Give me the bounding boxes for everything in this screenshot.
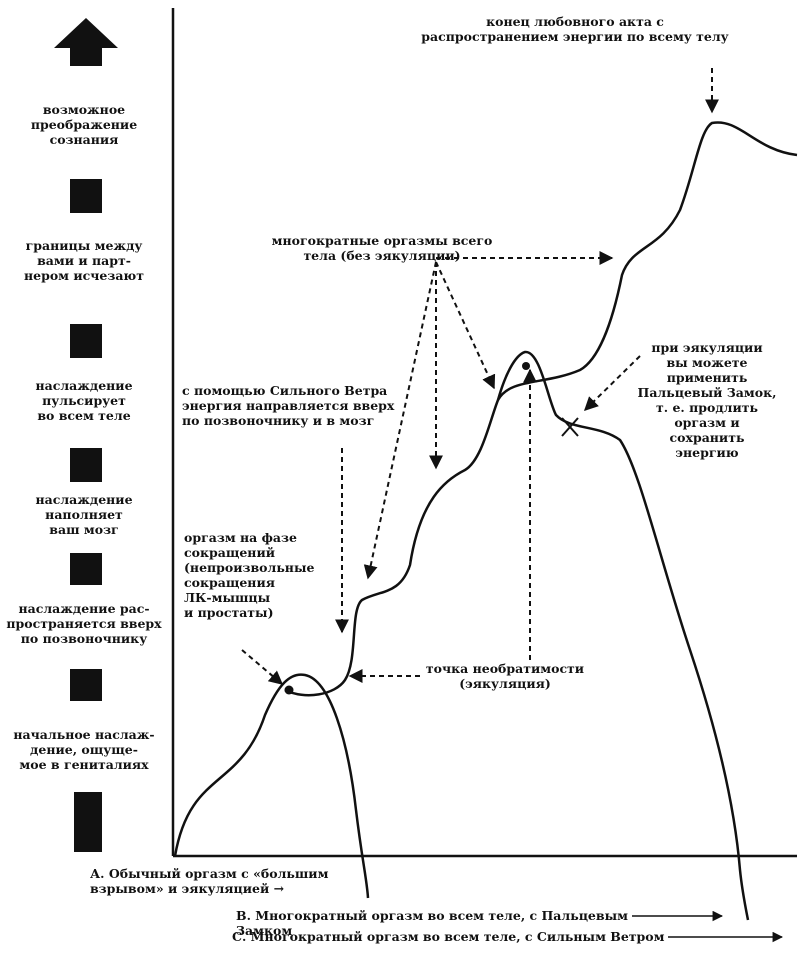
level-marker-square bbox=[70, 179, 102, 213]
legend-a: А. Обычный оргазм с «большим взрывом» и … bbox=[90, 866, 329, 896]
level-marker-square bbox=[70, 553, 102, 585]
level-label-brain: наслаждение наполняет ваш мозг bbox=[35, 492, 133, 537]
curve-b-finger-lock bbox=[496, 350, 750, 921]
lock-cross-mark bbox=[561, 417, 579, 437]
arrow-multiple-c bbox=[435, 261, 496, 390]
legend-c: С. Многократный оргазм во всем теле, с С… bbox=[232, 929, 665, 944]
curve-c-big-draw bbox=[284, 121, 798, 697]
up-arrow-icon bbox=[54, 18, 118, 66]
annotation-multiple-orgasms: многократные оргазмы всего тела (без эяк… bbox=[271, 233, 493, 263]
level-label-genitals: начальное наслаж- дение, ощуще- мое в ге… bbox=[13, 727, 155, 772]
annotation-big-draw: с помощью Сильного Ветра энергия направл… bbox=[182, 383, 395, 428]
level-marker-square bbox=[70, 669, 102, 701]
level-label-body-pulse: наслаждение пульсирует во всем теле bbox=[35, 378, 133, 423]
level-marker-square bbox=[70, 448, 102, 482]
level-label-transformation: возможное преображение сознания bbox=[30, 102, 138, 147]
curve-a-ordinary bbox=[173, 673, 370, 899]
level-marker-bar bbox=[74, 792, 102, 852]
level-label-boundaries: границы между вами и парт- нером исчезаю… bbox=[23, 238, 144, 283]
annotation-contraction-phase: оргазм на фазе сокращений (непроизвольны… bbox=[184, 530, 315, 620]
annotation-end-act: конец любовного акта с распространением … bbox=[421, 14, 729, 44]
annotation-no-return: точка необратимости (эякуляция) bbox=[425, 661, 585, 691]
contraction-point bbox=[284, 685, 294, 695]
level-label-spine: наслаждение рас- пространяется вверх по … bbox=[6, 601, 162, 646]
arrow-lock bbox=[584, 355, 641, 411]
arrow-contraction bbox=[241, 649, 284, 685]
level-marker-square bbox=[70, 324, 102, 358]
legend-b: В. Многократный оргазм во всем теле, с П… bbox=[236, 908, 628, 938]
annotation-finger-lock: при эякуляции вы можете применить Пальце… bbox=[637, 340, 777, 460]
no-return-point bbox=[522, 362, 530, 370]
